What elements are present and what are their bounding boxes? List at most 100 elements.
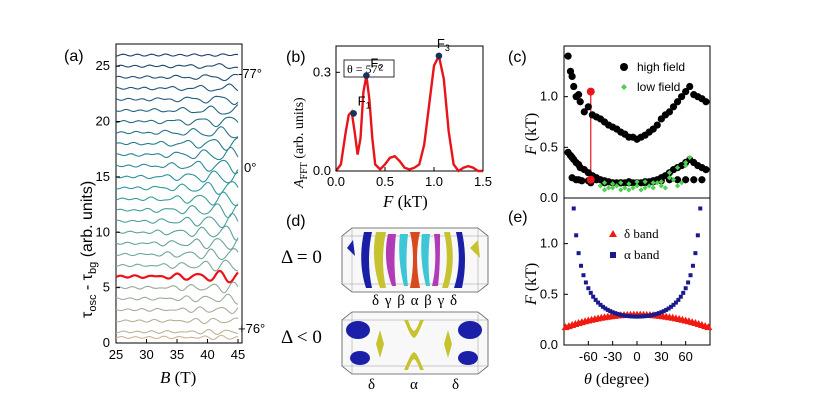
- alpha-band-point: [698, 206, 703, 211]
- x-tick-label: 60: [678, 349, 692, 364]
- panel-e-xlabel: θ (degree): [584, 371, 649, 388]
- alpha-band-point: [627, 314, 632, 319]
- y-tick-label: 15: [96, 169, 110, 184]
- x-tick-label: 45: [231, 347, 245, 362]
- panel-a-xlabel: B (T): [160, 368, 196, 387]
- x-tick-label: 1.0: [425, 174, 443, 189]
- low-field-point: [634, 179, 640, 185]
- panel-e-ylabel: F (kT): [523, 263, 540, 306]
- alpha-band-point: [644, 313, 649, 318]
- x-tick-label: -60: [579, 349, 598, 364]
- low-field-point: [626, 181, 632, 187]
- alpha-band-point: [608, 309, 613, 314]
- curve: [115, 334, 239, 340]
- curve: [115, 212, 239, 229]
- alpha-band-point: [625, 313, 630, 318]
- highlight-point-high: [586, 87, 595, 96]
- high-field-point: [702, 98, 710, 106]
- low-field-point: [622, 185, 628, 191]
- y-tick-label: 0.0: [313, 163, 331, 178]
- panel-c-plot: 0.00.51.0: [540, 52, 710, 205]
- high-field-point: [564, 52, 572, 60]
- low-field-point: [642, 185, 648, 191]
- highlight-point-low: [586, 175, 595, 184]
- alpha-band-point: [678, 294, 683, 299]
- panel-d-row2-label: Δ < 0: [281, 327, 322, 348]
- curve: [115, 63, 238, 69]
- panel-d-row1-label: Δ = 0: [281, 247, 322, 268]
- y-tick-label: 20: [96, 114, 110, 129]
- alpha-band-point: [681, 290, 686, 295]
- y-tick-label: 0.3: [313, 64, 331, 79]
- x-tick-label: 30: [654, 349, 668, 364]
- peak-marker: [435, 52, 443, 60]
- panel-b-annotation: θ = 57°: [347, 62, 383, 76]
- high-field-point: [653, 121, 661, 129]
- panel-a-curves: [115, 53, 239, 340]
- alpha-band-point: [596, 300, 601, 305]
- alpha-band-point: [574, 233, 579, 238]
- high-field-point: [673, 98, 682, 106]
- low-field-point: [618, 180, 624, 186]
- x-tick-label: -30: [603, 349, 622, 364]
- alpha-band-point: [666, 306, 671, 311]
- x-tick-label: 25: [109, 347, 123, 362]
- low-field-point: [597, 183, 604, 189]
- low-field-point: [630, 185, 636, 191]
- panel-c-legend-high: high field: [637, 60, 685, 74]
- y-tick-label: 0: [103, 335, 110, 350]
- panel-d-row1-bands: δ γ β α β γ δ: [372, 293, 458, 309]
- panel-c-legend-low: low field: [637, 80, 680, 94]
- panel-a-frame: [115, 43, 243, 344]
- fermi-surface-delta-negative: [341, 311, 489, 375]
- curve: [115, 104, 239, 115]
- low-field-point: [618, 187, 624, 193]
- y-tick-label: 0.5: [540, 286, 558, 301]
- alpha-band-point: [695, 233, 700, 238]
- low-field-point: [683, 159, 689, 166]
- curve: [115, 191, 239, 207]
- low-field-point: [610, 185, 616, 191]
- panel-a-label: (a): [64, 48, 84, 65]
- high-field-point: [678, 93, 686, 101]
- panel-c: (c) 0.00.51.0 high field low field F (kT…: [508, 45, 711, 205]
- x-tick-label: 40: [200, 347, 214, 362]
- panel-e-legend-delta: δ band: [624, 226, 659, 241]
- alpha-band-point: [649, 313, 654, 318]
- low-field-point: [650, 180, 656, 186]
- high-field-point: [580, 108, 588, 116]
- y-tick-label: 0.5: [540, 139, 558, 154]
- alpha-band-point: [659, 310, 664, 315]
- alpha-band-point: [617, 312, 622, 317]
- alpha-band-point: [576, 251, 581, 256]
- high-field-point: [576, 98, 584, 106]
- y-tick-label: 0.0: [540, 190, 558, 205]
- low-field-point: [674, 165, 681, 171]
- alpha-band-point: [635, 314, 639, 319]
- panel-e-label: (e): [508, 209, 528, 226]
- high-field-point: [690, 176, 698, 184]
- alpha-band-point: [603, 306, 608, 311]
- alpha-band-point: [586, 286, 591, 291]
- low-field-point: [610, 181, 616, 187]
- curve: [115, 248, 239, 260]
- high-field-point: [578, 177, 586, 185]
- y-tick-label: 5: [103, 280, 110, 295]
- peak-marker: [350, 110, 357, 117]
- alpha-band-point: [656, 311, 661, 316]
- high-field-point: [698, 176, 706, 184]
- alpha-band-point: [688, 273, 693, 278]
- x-tick-label: 1.5: [474, 174, 492, 189]
- curve: [115, 169, 239, 184]
- low-field-point: [666, 175, 673, 181]
- high-field-point: [570, 82, 578, 91]
- y-tick-label: 0.0: [540, 337, 558, 352]
- low-field-point: [601, 187, 608, 193]
- curve: [115, 53, 239, 57]
- high-field-point: [682, 88, 690, 96]
- low-field-point: [679, 180, 685, 186]
- high-field-point: [575, 91, 583, 99]
- curve: [115, 317, 239, 325]
- alpha-band-point: [581, 273, 586, 278]
